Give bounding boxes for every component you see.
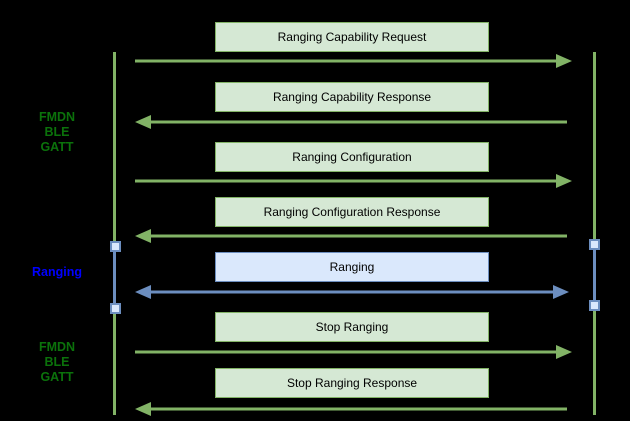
phase-label-line: FMDN <box>38 340 76 354</box>
message-box-stop-ranging-response: Stop Ranging Response <box>215 368 489 398</box>
phase-label-line: Ranging <box>32 265 82 279</box>
arrow-right-icon <box>135 345 572 359</box>
activation-marker <box>110 303 121 314</box>
message-box-ranging-configuration-response: Ranging Configuration Response <box>215 197 489 227</box>
lifeline-right-green-bottom <box>593 305 596 415</box>
arrow-both-icon <box>135 285 569 299</box>
activation-marker <box>110 241 121 252</box>
message-box-ranging: Ranging <box>215 252 489 282</box>
activation-marker <box>589 239 600 250</box>
arrow-left-icon <box>135 115 567 129</box>
message-box-ranging-configuration: Ranging Configuration <box>215 142 489 172</box>
message-label: Ranging <box>329 260 375 274</box>
message-label: Ranging Capability Request <box>277 30 427 44</box>
phase-label-line: BLE <box>44 355 70 369</box>
lifeline-left-green-bottom <box>113 308 116 415</box>
phase-label-fmdn-ble-gatt-top: FMDN BLE GATT <box>17 110 97 155</box>
lifeline-right-blue-segment <box>593 243 596 305</box>
message-label: Ranging Capability Response <box>272 90 432 104</box>
lifeline-right-green-top <box>593 52 596 243</box>
message-box-ranging-capability-request: Ranging Capability Request <box>215 22 489 52</box>
message-box-ranging-capability-response: Ranging Capability Response <box>215 82 489 112</box>
phase-label-line: BLE <box>44 125 70 139</box>
phase-label-ranging: Ranging <box>17 265 97 280</box>
message-label: Ranging Configuration <box>292 150 412 164</box>
activation-marker <box>589 300 600 311</box>
phase-label-line: GATT <box>40 140 74 154</box>
arrow-left-icon <box>135 229 567 243</box>
arrow-left-icon <box>135 402 567 416</box>
lifeline-left-green-top <box>113 52 116 246</box>
arrow-right-icon <box>135 174 572 188</box>
message-label: Stop Ranging <box>315 320 389 334</box>
phase-label-line: GATT <box>40 370 74 384</box>
lifeline-left-blue-segment <box>113 246 116 308</box>
message-box-stop-ranging: Stop Ranging <box>215 312 489 342</box>
arrow-right-icon <box>135 54 572 68</box>
message-label: Stop Ranging Response <box>286 376 418 390</box>
phase-label-line: FMDN <box>38 110 76 124</box>
message-label: Ranging Configuration Response <box>263 205 441 219</box>
phase-label-fmdn-ble-gatt-bottom: FMDN BLE GATT <box>17 340 97 385</box>
